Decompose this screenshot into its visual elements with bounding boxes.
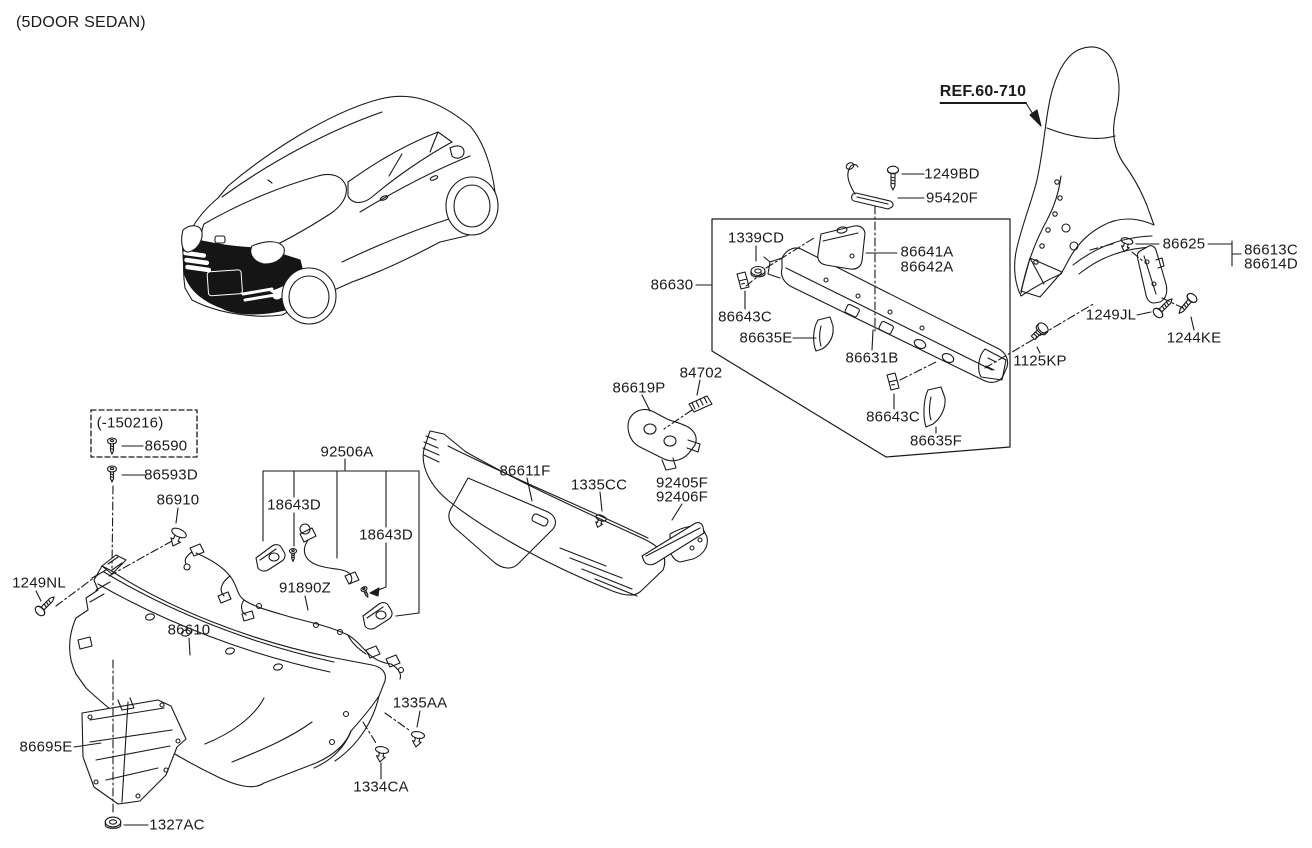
part-label-1335AA: 1335AA [392, 694, 448, 712]
clip-1335AA-icon [408, 729, 426, 749]
part-label-1334CA: 1334CA [353, 778, 409, 796]
note-box-label: (-150216) [96, 414, 164, 432]
part-label-86614D: 86614D [1244, 255, 1298, 273]
screw-86593D-icon [106, 465, 118, 483]
bracket-86635E-drawing [814, 317, 834, 351]
ref-callout: REF.60-710 [939, 84, 1027, 104]
part-label-18643D-2: 18643D [359, 526, 413, 544]
bracket-86619P-drawing [628, 409, 700, 470]
part-label-86619P: 86619P [612, 379, 666, 397]
part-label-91890Z: 91890Z [278, 579, 332, 597]
license-lamp-group-drawing [255, 524, 393, 630]
part-label-86910: 86910 [156, 491, 200, 509]
part-label-18643D-1: 18643D [267, 496, 321, 514]
absorber-drawing [423, 431, 665, 596]
clip-86643C-upper-icon [736, 271, 750, 290]
part-label-86630: 86630 [650, 276, 694, 294]
part-label-1335CC: 1335CC [570, 476, 628, 494]
part-label-92406F: 92406F [655, 488, 709, 506]
part-label-86593D: 86593D [144, 466, 198, 484]
assembly-box-86630 [712, 219, 1010, 457]
harness-drawing [184, 544, 404, 679]
part-label-95420F: 95420F [925, 189, 979, 207]
part-label-1249JL: 1249JL [1085, 306, 1137, 324]
quarter-panel-drawing [1015, 47, 1154, 297]
part-label-86613C: 86613C [1244, 241, 1298, 259]
part-label-86643C-upper: 86643C [718, 308, 772, 326]
diagram-title: (5DOOR SEDAN) [16, 14, 146, 31]
clip-1334CA-icon [372, 744, 390, 764]
high-mount-lamp-drawing [845, 161, 893, 209]
part-label-1249NL: 1249NL [12, 574, 66, 592]
nut-1339CD-icon [750, 265, 766, 278]
part-label-86635E: 86635E [739, 329, 793, 347]
part-label-1244KE: 1244KE [1166, 329, 1222, 347]
reference-lines [56, 206, 1183, 812]
screw-86590-icon [106, 437, 118, 455]
part-label-86611F: 86611F [499, 462, 551, 480]
screw-18643D-2-icon [359, 585, 372, 599]
part-label-1339CD: 1339CD [727, 229, 785, 247]
part-label-86641A: 86641A [900, 243, 954, 261]
part-label-86695E: 86695E [19, 738, 73, 756]
part-label-86590: 86590 [144, 437, 188, 455]
part-label-1327AC: 1327AC [149, 816, 205, 834]
part-label-86643C-lower: 86643C [866, 408, 920, 426]
part-label-86610: 86610 [167, 621, 211, 639]
part-label-86635F: 86635F [909, 432, 963, 450]
under-cover-drawing [82, 698, 186, 804]
car-illustration [182, 96, 498, 324]
part-label-92405F: 92405F [655, 474, 709, 492]
bracket-86635F-drawing [924, 387, 945, 427]
screw-1249BD-icon [886, 165, 900, 191]
side-strip-drawing [1137, 246, 1166, 303]
leader-lines [36, 103, 1241, 825]
screw-1244KE-icon [1174, 291, 1200, 318]
part-label-86625: 86625 [1162, 235, 1206, 253]
beam-pad-drawing [818, 226, 865, 269]
part-label-86642A: 86642A [900, 258, 954, 276]
reflector-drawing [642, 523, 707, 565]
bumper-beam-drawing [764, 248, 1008, 382]
grille-84702-drawing [689, 396, 712, 412]
part-label-1125KP: 1125KP [1013, 352, 1067, 370]
clip-86643C-lower-icon [886, 372, 900, 391]
screw-1249NL-icon [32, 592, 59, 619]
note-box [91, 410, 197, 457]
nut-1327AC-icon [104, 816, 122, 829]
part-label-92506A: 92506A [320, 443, 374, 461]
part-label-1249BD: 1249BD [924, 165, 980, 183]
screw-18643D-1-icon [288, 548, 298, 562]
part-label-86631B: 86631B [845, 349, 899, 367]
sensor-86910-icon [165, 525, 189, 550]
part-label-84702: 84702 [679, 364, 723, 382]
